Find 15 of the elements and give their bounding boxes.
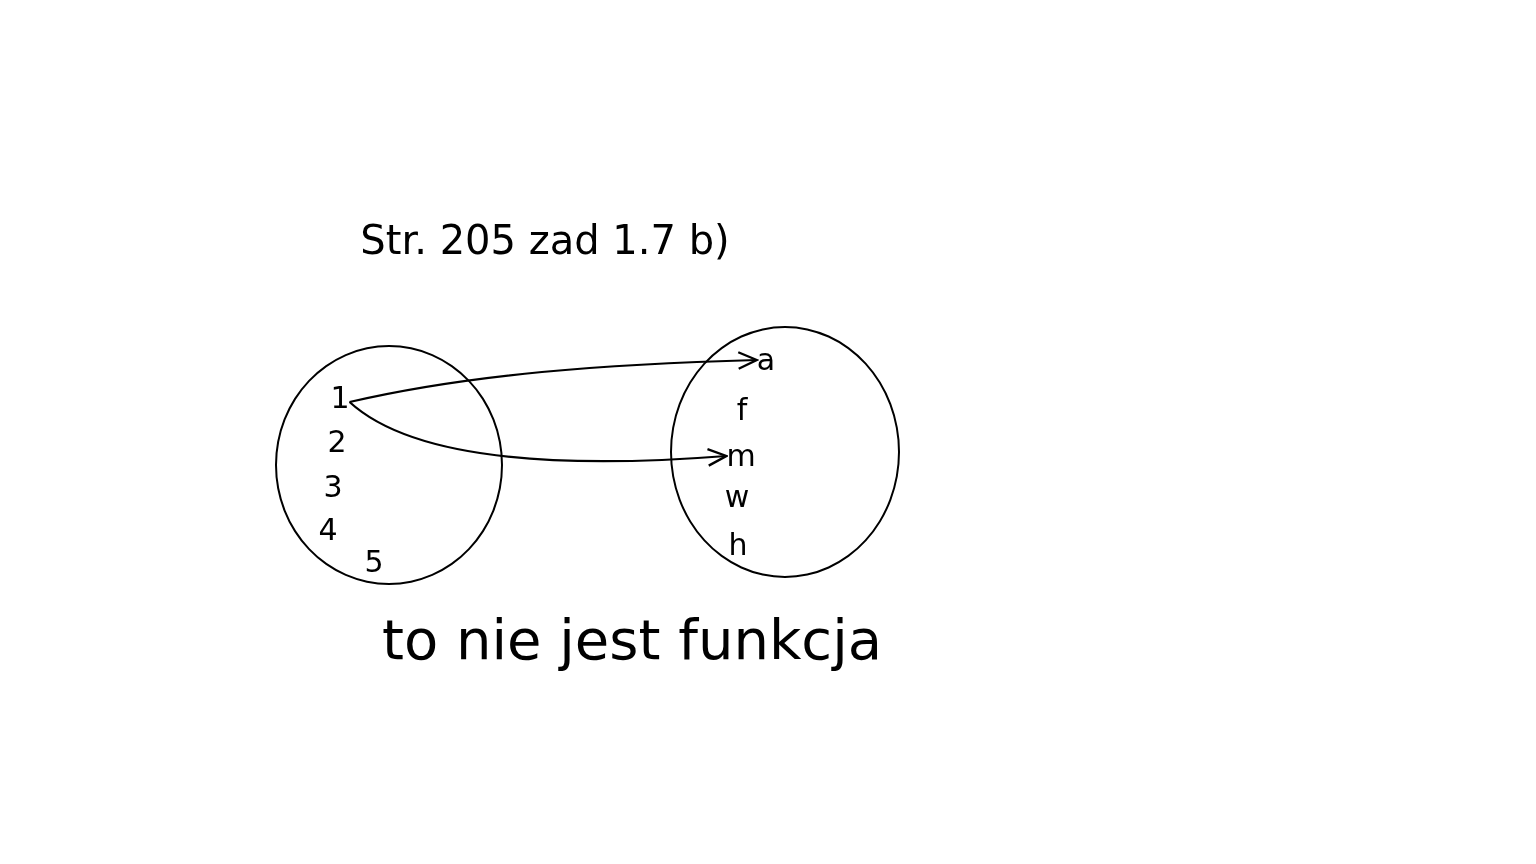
arrow — [348, 401, 728, 467]
element-label: a — [756, 345, 776, 375]
element-label: 5 — [364, 547, 384, 577]
element-label: 3 — [323, 472, 343, 502]
element-label: 4 — [318, 515, 338, 545]
diagram-title: Str. 205 zad 1.7 b) — [360, 220, 730, 260]
element-label: w — [724, 482, 750, 512]
element-label: 1 — [330, 383, 350, 413]
element-label: h — [728, 530, 748, 560]
element-label: 2 — [327, 427, 347, 457]
set-oval — [670, 326, 900, 578]
element-label: m — [726, 441, 756, 471]
arrow — [349, 351, 758, 404]
element-label: f — [736, 395, 748, 425]
set-oval — [275, 345, 503, 585]
